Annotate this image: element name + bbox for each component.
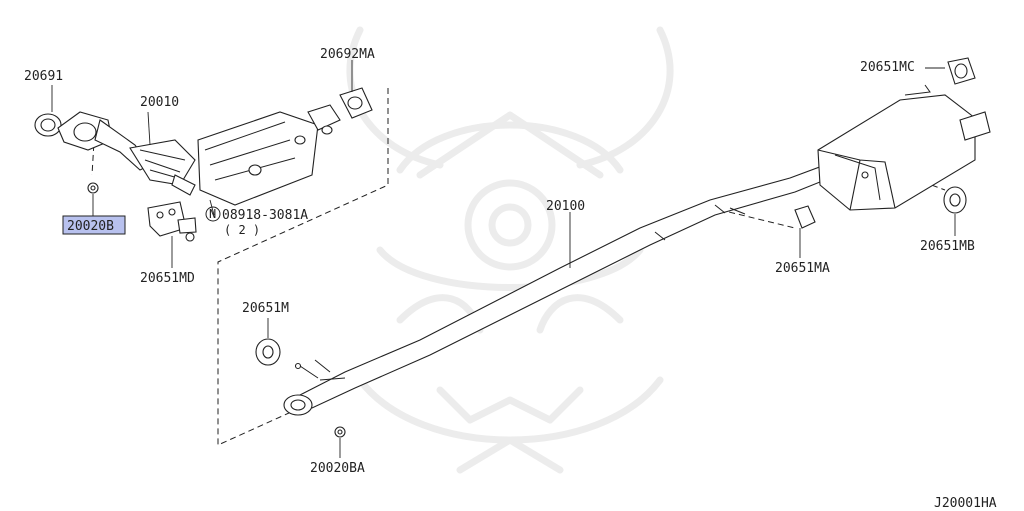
gasket-20691 <box>34 113 62 137</box>
label-20651ma[interactable]: 20651MA <box>775 261 830 276</box>
insulator-20651mb <box>943 186 967 236</box>
label-20692ma[interactable]: 20692MA <box>320 47 375 62</box>
label-20020b[interactable]: 20020B <box>67 219 114 234</box>
label-20651mb[interactable]: 20651MB <box>920 239 975 254</box>
label-20651md[interactable]: 20651MD <box>140 271 195 286</box>
label-20010[interactable]: 20010 <box>140 95 179 110</box>
watermark-helmet <box>346 26 674 474</box>
label-bolt-qty: ( 2 ) <box>224 223 260 237</box>
gasket-20692ma <box>339 87 373 119</box>
nut-20020ba <box>334 426 346 458</box>
label-bolt-08918-3081a[interactable]: 08918-3081A <box>222 208 308 223</box>
main-muffler <box>817 84 991 211</box>
label-20020ba[interactable]: 20020BA <box>310 461 365 476</box>
insulator-20651m <box>255 318 281 366</box>
insulator-20651mc <box>947 57 976 85</box>
nut-20020b <box>87 182 99 216</box>
label-20651m[interactable]: 20651M <box>242 301 289 316</box>
label-20691[interactable]: 20691 <box>24 69 63 84</box>
bolt-callout-circle <box>205 206 221 222</box>
highlight-20020b <box>62 215 126 235</box>
bolt-prefix-n: N <box>209 207 216 221</box>
label-20100[interactable]: 20100 <box>546 199 585 214</box>
label-20651mc[interactable]: 20651MC <box>860 60 915 75</box>
diagram-code: J20001HA <box>934 496 997 511</box>
leader-20010 <box>147 111 151 146</box>
center-pipe-20100 <box>283 164 831 416</box>
front-tube-catalyst-20010 <box>57 104 341 216</box>
insulator-20651ma <box>794 205 816 258</box>
bracket-20651md <box>147 201 197 268</box>
